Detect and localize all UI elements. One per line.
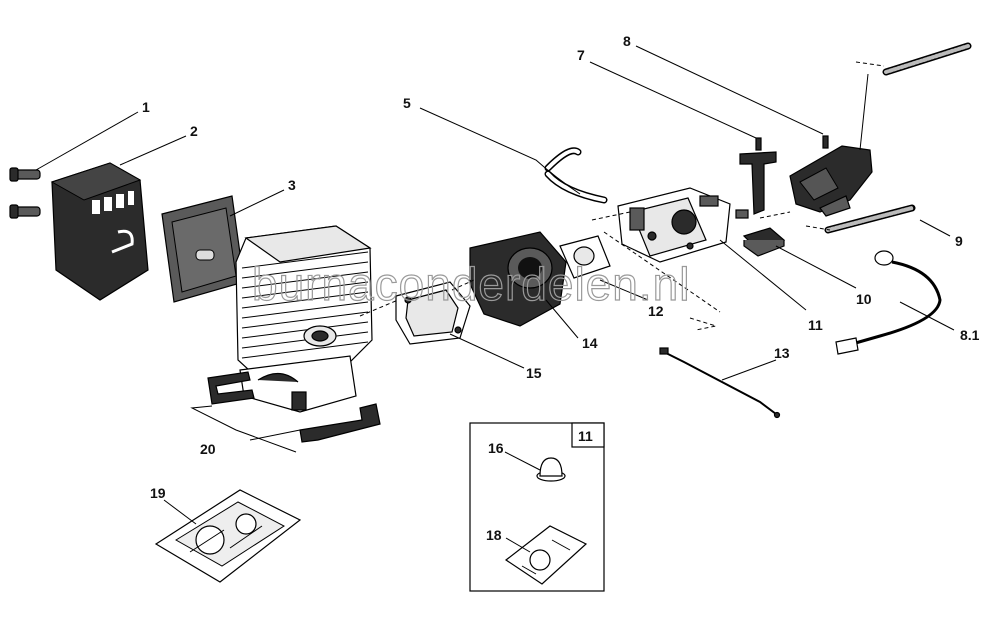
part-16-primer-bulb[interactable]	[536, 457, 566, 482]
label-12: 12	[648, 303, 664, 319]
label-15: 15	[526, 365, 542, 381]
part-1-screws[interactable]	[9, 167, 41, 219]
label-1: 1	[142, 99, 150, 115]
label-5: 5	[403, 95, 411, 111]
watermark-text: burnaconderdelen.nl	[252, 258, 690, 310]
alignment-lines	[359, 61, 885, 331]
label-16: 16	[488, 440, 504, 456]
part-5-fuel-hose[interactable]	[544, 147, 608, 204]
inset-label-11: 11	[578, 428, 593, 444]
part-18-carburetor-kit[interactable]	[504, 525, 588, 585]
label-10: 10	[856, 291, 872, 307]
part-8-1-ground-cable[interactable]	[835, 250, 942, 355]
part-8-adapter[interactable]	[789, 135, 873, 217]
part-9-long-bolts[interactable]	[824, 42, 972, 234]
label-11: 11	[808, 317, 823, 333]
label-3: 3	[288, 177, 296, 193]
label-13: 13	[774, 345, 790, 361]
label-8-1: 8.1	[960, 327, 980, 343]
part-7-bracket[interactable]	[739, 137, 777, 215]
part-14-intake-flange[interactable]	[469, 231, 611, 327]
part-number-labels: 1 2 3 5 7 8 9 10 11 12 13 14 15 16 18 19…	[142, 33, 980, 543]
leader-lines	[35, 45, 955, 553]
label-9: 9	[955, 233, 963, 249]
label-7: 7	[577, 47, 585, 63]
label-14: 14	[582, 335, 598, 351]
part-10-gasket[interactable]	[742, 227, 786, 257]
label-20: 20	[200, 441, 216, 457]
part-20-seals[interactable]	[207, 371, 381, 443]
label-18: 18	[486, 527, 502, 543]
part-11-carburetor[interactable]	[617, 187, 749, 263]
part-19-gasket-kit[interactable]	[154, 489, 302, 583]
part-3-gasket-plate[interactable]	[161, 195, 245, 303]
part-2-muffler[interactable]	[50, 162, 149, 301]
part-15-intake-gasket[interactable]	[395, 281, 471, 345]
part-13-throttle-cable[interactable]	[659, 347, 781, 419]
label-2: 2	[190, 123, 198, 139]
label-19: 19	[150, 485, 166, 501]
label-8: 8	[623, 33, 631, 49]
cylinder[interactable]	[235, 225, 373, 413]
